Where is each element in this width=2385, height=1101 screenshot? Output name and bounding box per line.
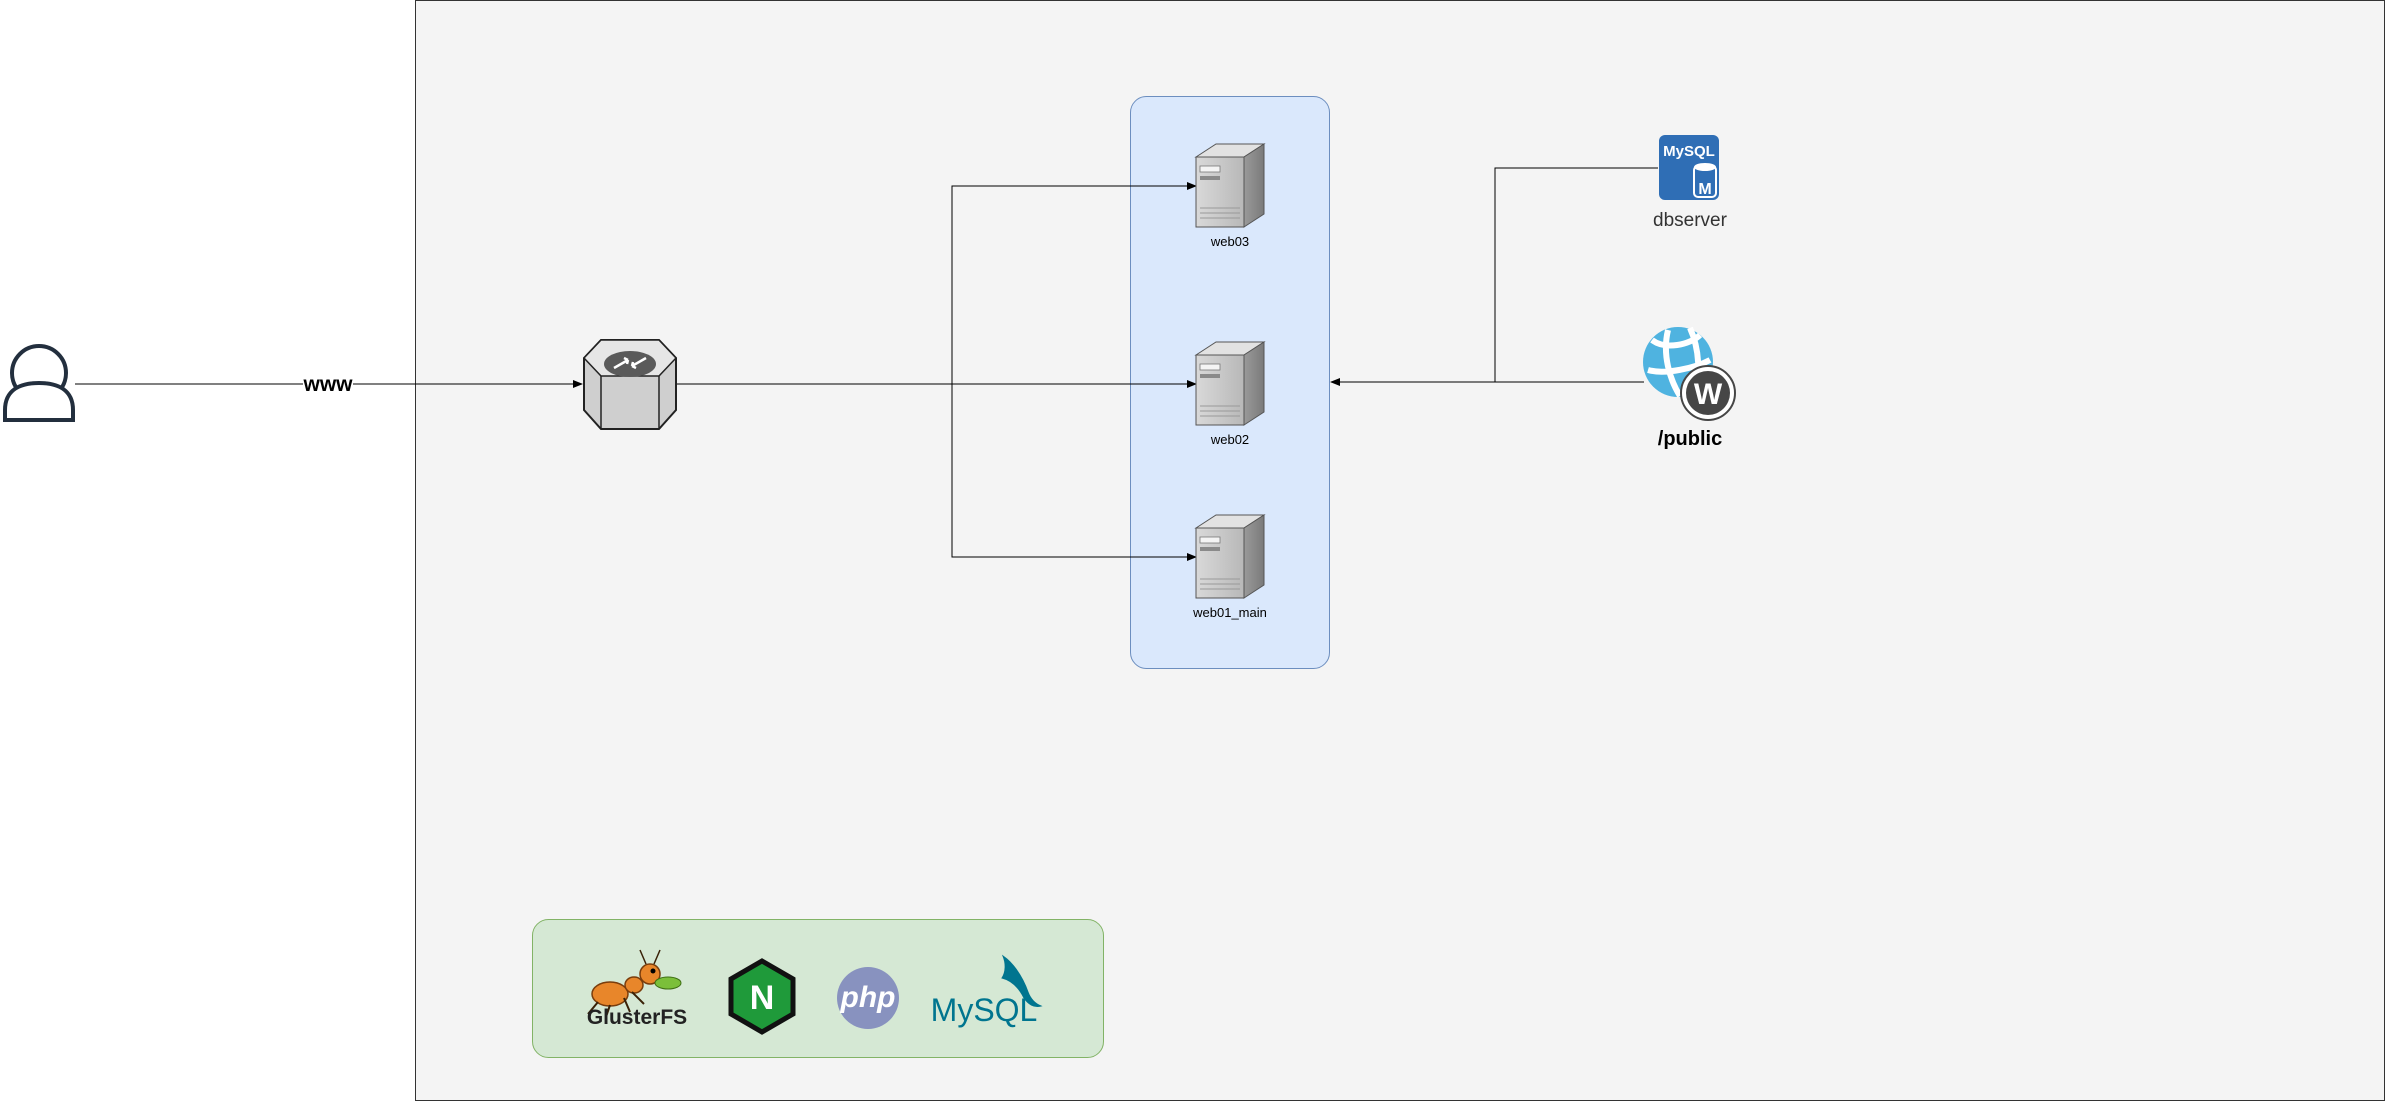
- edges: [75, 167, 1658, 561]
- php-text: php: [840, 981, 896, 1014]
- edge-lb-to-web01: [951, 384, 1197, 561]
- svg-text:W: W: [1694, 378, 1723, 411]
- glusterfs-text: GlusterFS: [587, 1006, 687, 1029]
- wordpress-web-icon: W: [1643, 326, 1736, 421]
- server-label-web02: web02: [1210, 432, 1249, 447]
- user-icon: [2, 344, 75, 422]
- server-web03: web03: [1194, 143, 1266, 249]
- www-edge-label: www: [302, 373, 353, 396]
- edge-lb-to-web03: [951, 182, 1197, 384]
- mysql-badge-letter: M: [1698, 181, 1711, 198]
- php-logo: php: [837, 967, 899, 1029]
- server-label-web03: web03: [1210, 234, 1249, 249]
- server-label-web01-main: web01_main: [1192, 605, 1267, 620]
- edge-db-to-servers: [1494, 167, 1658, 382]
- load-balancer-icon: [582, 339, 678, 430]
- nginx-logo: N: [728, 958, 796, 1035]
- canvas-frame: [415, 0, 2385, 1101]
- mysql-text: MySQL: [931, 992, 1038, 1028]
- mysql-logo: MySQL: [931, 954, 1043, 1028]
- ant-icon: [587, 949, 682, 1018]
- mysql-database-icon: MySQL M: [1659, 135, 1719, 200]
- tech-stack-group: [532, 919, 1104, 1058]
- server-icon: [1194, 514, 1266, 599]
- server-web01-main: web01_main: [1192, 514, 1267, 620]
- server-icon: [1194, 143, 1266, 228]
- public-label: /public: [1658, 428, 1722, 450]
- server-web02: web02: [1194, 341, 1266, 447]
- nginx-letter: N: [750, 979, 775, 1017]
- server-icon: [1194, 341, 1266, 426]
- mysql-badge-text: MySQL: [1663, 143, 1715, 160]
- public-node: W /public: [1643, 326, 1736, 450]
- glusterfs-logo: GlusterFS: [587, 949, 687, 1029]
- dolphin-icon: [1001, 954, 1043, 1007]
- dbserver-node: MySQL M dbserver: [1653, 135, 1728, 231]
- dbserver-label: dbserver: [1653, 210, 1728, 231]
- www-label-bg: [303, 374, 353, 394]
